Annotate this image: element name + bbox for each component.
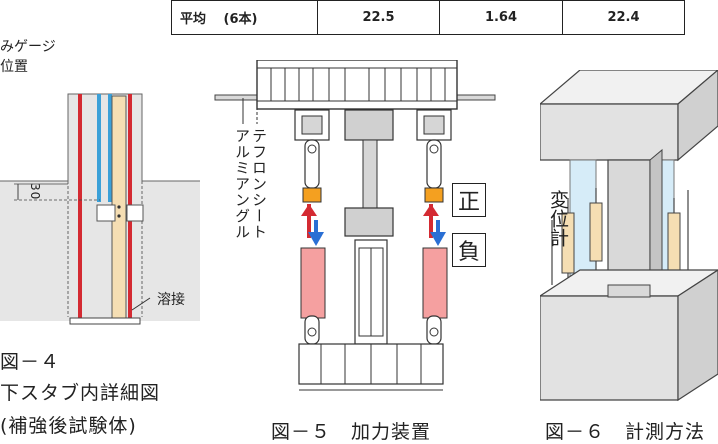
fig4-caption-number: 図－４ (0, 351, 61, 373)
weld-label: 溶接 (157, 292, 185, 308)
fig4-stub-detail (0, 93, 200, 325)
negative-direction-label: 負 (452, 233, 486, 267)
fig6-measurement-setup (540, 70, 718, 402)
gauge-label-line2: 位置 (0, 59, 28, 75)
table-value-cell: 22.4 (562, 0, 685, 35)
table-value-cell: 1.64 (439, 0, 563, 35)
displacement-gauge-label: 変位計 (547, 190, 569, 247)
teflon-sheet-label: テフロンシート (250, 128, 268, 240)
fig6-caption: 図－６ 計測方法 (545, 421, 706, 443)
fig4-caption-title: 下スタブ内詳細図 (0, 382, 161, 404)
table-label-cell: 平均 (6本) (171, 0, 318, 35)
average-table: 平均 (6本) 22.5 1.64 22.4 (171, 0, 685, 35)
fig4-caption-sub: (補強後試験体) (0, 415, 137, 437)
gauge-label-line1: みゲージ (0, 39, 56, 55)
dimension-text: 30 (28, 183, 42, 201)
fig5-caption: 図－５ 加力装置 (271, 421, 432, 443)
table-value-cell: 22.5 (317, 0, 440, 35)
fig5-loading-apparatus (214, 60, 496, 391)
positive-direction-label: 正 (452, 183, 486, 217)
aluminum-angle-label: アルミアングル (233, 128, 251, 240)
table-row: 平均 (6本) 22.5 1.64 22.4 (171, 0, 685, 35)
